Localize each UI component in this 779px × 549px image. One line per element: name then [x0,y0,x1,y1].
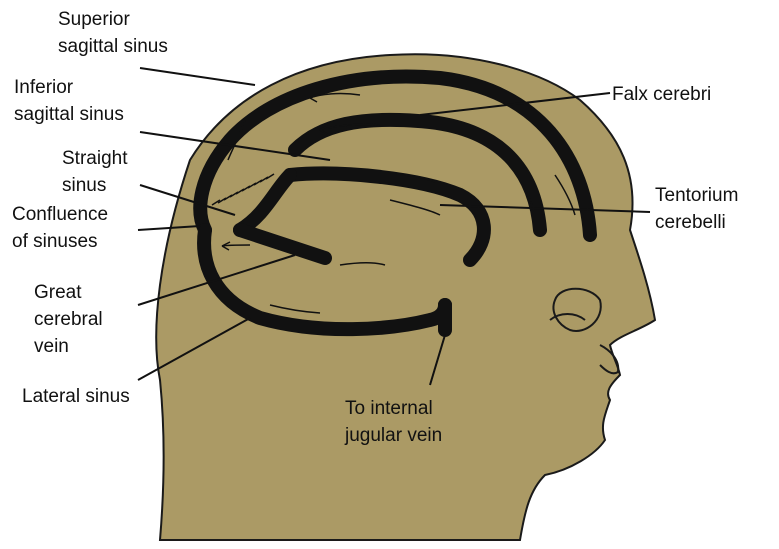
label-tentorium-cerebelli: Tentorium cerebelli [655,185,744,233]
leader-lines [137,67,651,386]
label-confluence-of-sinuses: Confluence of sinuses [12,204,113,252]
inferior-sagittal-sinus [283,166,491,267]
flow-arrows [221,92,576,314]
label-great-cerebral-vein: Great cerebral vein [34,282,108,357]
tentorium-hatch [211,173,275,206]
label-lateral-sinus: Lateral sinus [22,386,130,407]
label-inferior-sagittal-sinus: Inferior sagittal sinus [14,77,124,125]
nose [599,344,620,375]
superior-sagittal-sinus [193,69,597,242]
great-cerebral-vein [233,223,332,265]
falx-cerebri-arc [288,112,547,237]
label-superior-sagittal-sinus: Superior sagittal sinus [58,9,168,57]
label-straight-sinus: Straight sinus [62,148,133,196]
lateral-sinus [197,223,452,337]
eye [549,313,586,321]
label-to-internal-jugular-vein: To internal jugular vein [344,398,442,446]
ear [552,287,602,332]
label-falx-cerebri: Falx cerebri [612,84,711,105]
